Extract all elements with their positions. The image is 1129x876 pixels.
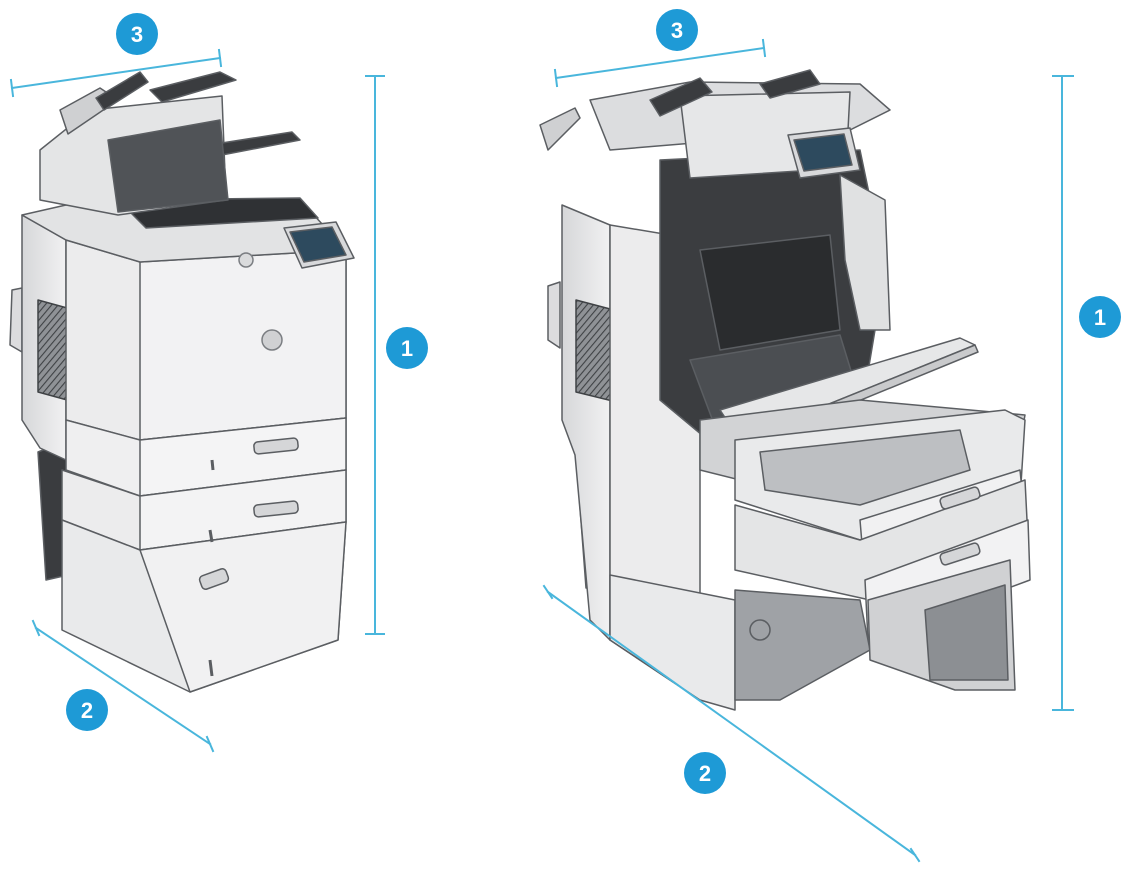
- depth-line-left: [34, 626, 212, 746]
- callout-left-1: 1: [386, 327, 428, 369]
- printer-closed-illustration: [9, 71, 355, 693]
- callout-badge: [116, 13, 158, 55]
- callout-badge: [684, 752, 726, 794]
- callout-number: 3: [131, 22, 143, 47]
- width-line-left: [10, 56, 222, 90]
- callout-left-2: 2: [66, 689, 108, 731]
- callout-badge: [386, 327, 428, 369]
- dimension-lines: [9, 38, 1074, 863]
- width-line-right: [554, 46, 766, 80]
- callout-right-2: 2: [684, 752, 726, 794]
- callout-left-3: 3: [116, 13, 158, 55]
- callout-number: 2: [699, 761, 711, 786]
- callout-right-1: 1: [1079, 296, 1121, 338]
- callout-badge: [66, 689, 108, 731]
- callout-right-3: 3: [656, 9, 698, 51]
- callout-number: 1: [401, 336, 413, 361]
- callout-number: 1: [1094, 305, 1106, 330]
- depth-line-right: [546, 590, 917, 857]
- callout-number: 2: [81, 698, 93, 723]
- callout-number: 3: [671, 18, 683, 43]
- printer-open-illustration: [539, 69, 1031, 711]
- callout-badge: [1079, 296, 1121, 338]
- callout-badge: [656, 9, 698, 51]
